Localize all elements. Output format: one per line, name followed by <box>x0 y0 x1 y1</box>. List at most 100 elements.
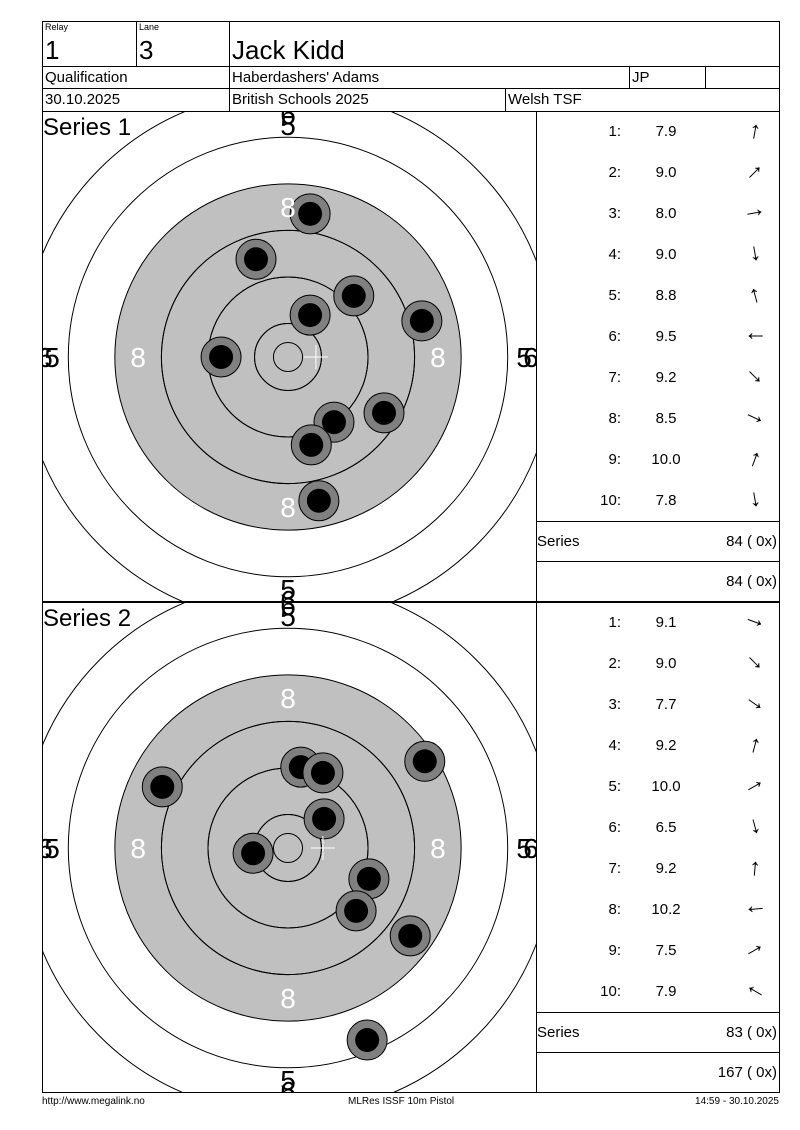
shot-score: 9.5 <box>655 328 677 345</box>
shot-score: 7.8 <box>655 492 677 509</box>
shot-number: 7: <box>608 369 621 386</box>
shot-score: 6.5 <box>655 819 677 836</box>
ring-label-6: 6 <box>280 603 296 621</box>
shot-number: 2: <box>608 164 621 181</box>
ring-label-5: 5 <box>516 833 532 864</box>
shot-hole <box>141 766 183 808</box>
shot-row: 4: 9.2 ↑ <box>536 726 779 767</box>
target-view: 5555666677778888 <box>43 603 537 1092</box>
relay-label: Relay <box>45 22 69 32</box>
shot-hole <box>401 300 443 342</box>
shot-number: 4: <box>608 737 621 754</box>
ring-label-5: 5 <box>516 342 532 373</box>
shot-hole <box>333 275 375 317</box>
event-cell: Qualification <box>42 66 230 89</box>
shot-hole <box>298 480 340 522</box>
shot-number: 10: <box>600 983 621 1000</box>
direction-arrow-icon: ↑ <box>745 279 765 310</box>
shot-hole <box>235 238 277 280</box>
direction-arrow-icon: ↑ <box>741 330 768 342</box>
shot-score: 9.2 <box>655 737 677 754</box>
shot-row: 3: 8.0 ↑ <box>536 194 779 235</box>
shot-number: 4: <box>608 246 621 263</box>
initials: JP <box>632 69 650 86</box>
relay-value: 1 <box>45 35 60 65</box>
shot-score: 8.5 <box>655 410 677 427</box>
running-total-row: 84 ( 0x) <box>536 561 779 601</box>
shot-number: 8: <box>608 901 621 918</box>
shot-row: 4: 9.0 ↑ <box>536 235 779 276</box>
initials-cell: JP <box>629 66 706 89</box>
series-sum-label: Series <box>537 1024 580 1041</box>
shot-row: 8: 8.5 ↑ <box>536 399 779 440</box>
ring-label-7: 7 <box>84 833 100 864</box>
shot-hole <box>289 294 331 336</box>
footer-time: 14:59 - 30.10.2025 <box>695 1096 779 1107</box>
shot-hole <box>303 798 345 840</box>
shot-row: 2: 9.0 ↑ <box>536 644 779 685</box>
ring-7 <box>114 183 462 531</box>
club: Haberdashers' Adams <box>232 69 380 86</box>
ring-label-8: 8 <box>280 192 296 223</box>
shot-row: 3: 7.7 ↑ <box>536 685 779 726</box>
date: 30.10.2025 <box>45 91 121 108</box>
shot-number: 7: <box>608 860 621 877</box>
lane-label: Lane <box>139 22 160 32</box>
ring-label-5: 5 <box>44 833 60 864</box>
inner-ten <box>272 341 304 373</box>
shot-number: 5: <box>608 287 621 304</box>
series-panel: 5555666677778888 Series 1 1: 7.9 ↑2: 9.0… <box>42 111 780 602</box>
direction-arrow-icon: ↑ <box>740 901 769 917</box>
ring-label-5: 5 <box>44 342 60 373</box>
ring-label-7: 7 <box>84 342 100 373</box>
direction-arrow-icon: ↑ <box>741 204 770 222</box>
shot-number: 2: <box>608 655 621 672</box>
shot-number: 1: <box>608 614 621 631</box>
shot-score: 9.0 <box>655 655 677 672</box>
ring-label-8: 8 <box>430 342 446 373</box>
ring-label-6: 6 <box>280 585 296 601</box>
shot-row: 1: 7.9 ↑ <box>536 112 779 153</box>
lane-value: 3 <box>139 35 154 65</box>
inner-ten <box>272 832 304 864</box>
shot-hole <box>232 832 274 874</box>
direction-arrow-icon: ↑ <box>741 649 770 678</box>
shot-score: 8.8 <box>655 287 677 304</box>
shooter-name: Jack Kidd <box>232 35 345 65</box>
ring-label-8: 8 <box>280 983 296 1014</box>
direction-arrow-icon: ↑ <box>740 407 771 430</box>
shot-hole <box>404 740 446 782</box>
ring-label-7: 7 <box>280 538 296 569</box>
target-face: 5555666677778888 <box>43 112 536 601</box>
shot-list: 1: 9.1 ↑2: 9.0 ↑3: 7.7 ↑4: 9.2 ↑5: 10.0 … <box>536 603 779 1092</box>
organiser: Welsh TSF <box>508 91 582 108</box>
footer-url[interactable]: http://www.megalink.no <box>42 1096 145 1107</box>
shooter-name-cell: Jack Kidd <box>229 21 780 67</box>
shot-row: 6: 6.5 ↑ <box>536 808 779 849</box>
ring-label-8: 8 <box>430 833 446 864</box>
direction-arrow-icon: ↑ <box>745 729 765 760</box>
series-sum: 84 ( 0x) <box>726 533 777 550</box>
shot-hole <box>363 392 405 434</box>
shot-score: 10.0 <box>651 451 681 468</box>
shot-row: 8: 10.2 ↑ <box>536 890 779 931</box>
mean-point-cross <box>310 836 335 860</box>
ring-label-8: 8 <box>280 683 296 714</box>
ring-label-7: 7 <box>280 637 296 668</box>
shot-row: 10: 7.8 ↑ <box>536 481 779 522</box>
shot-number: 9: <box>608 942 621 959</box>
running-total: 167 ( 0x) <box>717 1064 777 1081</box>
shot-hole <box>200 336 242 378</box>
club-cell: Haberdashers' Adams <box>229 66 630 89</box>
ring-label-8: 8 <box>280 492 296 523</box>
shot-score: 10.2 <box>651 901 681 918</box>
shot-hole <box>289 193 331 235</box>
shot-number: 1: <box>608 123 621 140</box>
ring-label-5: 5 <box>280 574 296 601</box>
shot-hole <box>346 1019 388 1061</box>
lane-cell: Lane 3 <box>136 21 230 67</box>
shot-row: 2: 9.0 ↑ <box>536 153 779 194</box>
